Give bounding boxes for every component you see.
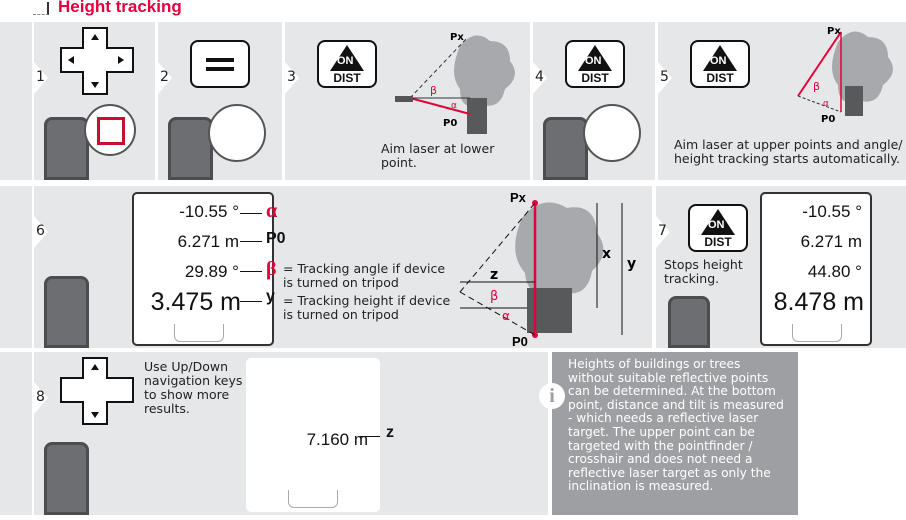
step-number: 3 — [287, 69, 296, 85]
svg-text:P0: P0 — [821, 114, 835, 124]
navigation-cross-key — [60, 357, 134, 425]
height-tracking-function-icon — [84, 104, 136, 156]
angle-beta-value: 29.89 ° — [184, 262, 239, 281]
svg-text:z: z — [490, 267, 498, 283]
step-2-panel: 2 — [158, 22, 282, 180]
svg-text:y: y — [627, 256, 636, 272]
device-illustration — [668, 296, 710, 348]
navigation-cross-key — [60, 27, 134, 95]
svg-text:P0: P0 — [512, 334, 528, 348]
device-illustration — [168, 117, 213, 180]
device-illustration — [543, 117, 588, 180]
step-number: 2 — [160, 69, 169, 85]
device-illustration — [44, 442, 89, 515]
distance-z-value: 7.160 m — [306, 430, 368, 449]
info-box: Heights of buildings or trees without su… — [552, 352, 798, 515]
display-value: 6.271 m — [800, 232, 862, 251]
beta-label: β — [266, 258, 277, 280]
step-8-caption: Use Up/Down navigation keys to show more… — [144, 359, 243, 416]
laser-target-illustration — [583, 104, 641, 162]
step-5-caption: Aim laser at upper points and angle/ hei… — [674, 137, 903, 166]
info-text: Heights of buildings or trees without su… — [568, 357, 784, 494]
svg-text:β: β — [813, 80, 820, 93]
svg-text:Px: Px — [510, 190, 527, 205]
device-illustration — [44, 276, 89, 348]
height-tracking-icon — [174, 324, 224, 342]
height-tracking-diagram: Px P0 z x y β α — [459, 190, 636, 348]
margin-strip — [0, 186, 32, 348]
svg-text:P0: P0 — [443, 118, 457, 129]
svg-text:Px: Px — [450, 32, 464, 43]
info-icon: i — [539, 383, 565, 409]
svg-text:β: β — [430, 84, 437, 97]
display-screen: -10.55 ° 6.271 m 29.89 ° 3.475 m — [132, 192, 274, 346]
step-1-panel: 1 — [34, 22, 155, 180]
margin-strip — [0, 352, 32, 515]
step-number: 4 — [535, 69, 544, 85]
step-6-panel: 6 -10.55 ° 6.271 m 29.89 ° 3.475 m α P0 … — [34, 186, 652, 348]
step-number: 1 — [36, 69, 45, 85]
laser-target-illustration — [208, 104, 266, 162]
height-tracking-icon — [792, 324, 842, 342]
y-label: y — [266, 288, 275, 305]
svg-text:Px: Px — [827, 26, 841, 37]
display-screen: -10.55 ° 6.271 m 44.80 ° 8.478 m — [760, 192, 872, 346]
alpha-label: α — [266, 200, 278, 222]
p0-label: P0 — [266, 230, 286, 247]
equals-key — [190, 40, 250, 88]
step-number: 6 — [36, 223, 45, 239]
height-tracking-icon — [288, 490, 338, 508]
svg-text:x: x — [602, 246, 611, 262]
distance-p0-value: 6.271 m — [177, 232, 239, 251]
svg-text:β: β — [490, 289, 498, 304]
step-3-caption: Aim laser at lower point. — [381, 141, 495, 170]
margin-strip — [0, 22, 32, 180]
device-illustration — [44, 117, 89, 180]
height-tracking-icon — [33, 2, 49, 15]
svg-text:α: α — [502, 309, 510, 323]
step-7-caption: Stops height tracking. — [664, 257, 743, 286]
angle-alpha-value: -10.55 ° — [179, 202, 239, 221]
display-screen: 7.160 m — [246, 358, 380, 512]
display-value: -10.55 ° — [802, 202, 862, 221]
display-value: 44.80 ° — [807, 262, 862, 281]
svg-text:α: α — [823, 99, 829, 109]
z-label: z — [386, 424, 394, 441]
beta-description: = Tracking angle if device is turned on … — [283, 261, 446, 290]
height-y-value: 3.475 m — [150, 288, 241, 316]
step-number: 7 — [658, 223, 667, 239]
svg-text:α: α — [451, 101, 457, 111]
page-title: Height tracking — [58, 0, 182, 16]
step-number: 8 — [36, 389, 45, 405]
y-description: = Tracking height if device is turned on… — [283, 293, 451, 322]
display-value: 8.478 m — [773, 288, 864, 316]
step-8-panel: 8 Use Up/Down navigation keys to show mo… — [34, 352, 548, 515]
step-number: 5 — [660, 69, 669, 85]
